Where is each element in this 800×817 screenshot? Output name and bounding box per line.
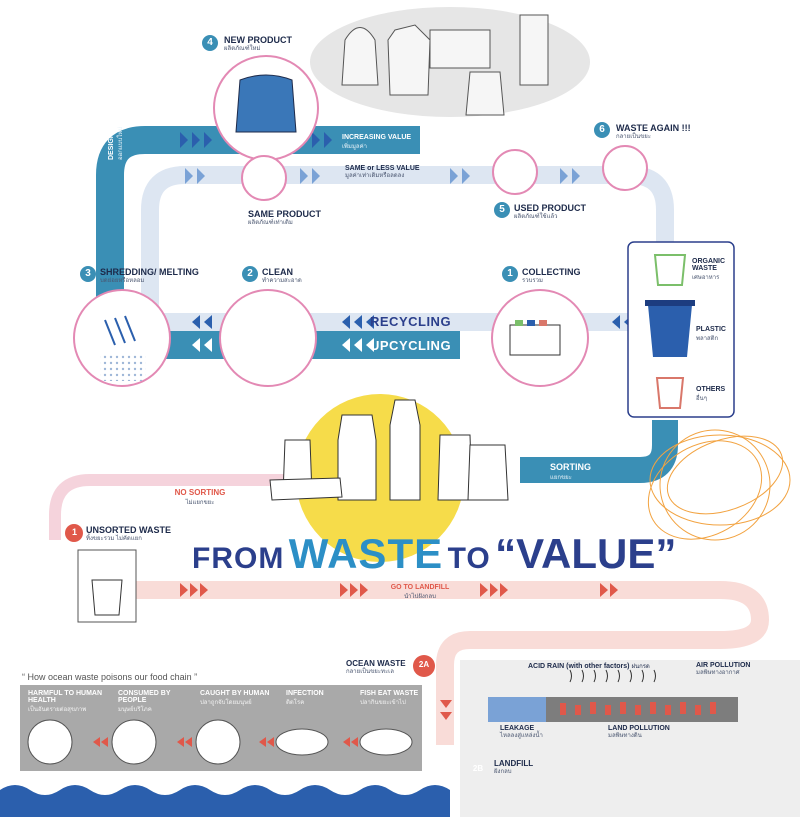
no-sorting-path xyxy=(49,474,370,540)
step-2-badge: 2 xyxy=(242,266,258,282)
leakage-water xyxy=(488,697,546,722)
acid-rain-label: ACID RAIN (with other factors) ฝนกรด xyxy=(528,663,650,670)
hero-title: FROM WASTE TO “VALUE” xyxy=(192,530,677,577)
circle-same-product xyxy=(241,155,287,201)
yellow-circle xyxy=(296,394,464,562)
step-5-badge: 5 xyxy=(494,202,510,218)
step-6-label: WASTE AGAIN !!!กลายเป็นขยะ xyxy=(616,123,691,140)
landfill-path xyxy=(130,581,770,745)
unsorted-badge: 1 xyxy=(71,527,77,537)
upcycling-loop xyxy=(96,126,420,340)
circle-used-product xyxy=(492,149,538,195)
recycling-loop xyxy=(141,166,674,330)
sorting-band xyxy=(520,420,678,483)
landfill-badge: 2B xyxy=(472,764,484,773)
step-6-badge: 6 xyxy=(594,122,610,138)
step-4-badge: 4 xyxy=(202,35,218,51)
tangled-net xyxy=(647,429,791,541)
upcycling-label: UPCYCLING xyxy=(370,338,452,353)
recycling-label: RECYCLING xyxy=(370,314,452,329)
circle-waste-again xyxy=(602,145,648,191)
step-3-badge: 3 xyxy=(80,266,96,282)
ocean-badge: 2A xyxy=(418,660,430,669)
circle-clean xyxy=(219,289,317,387)
food-chain-title: “ How ocean waste poisons our food chain… xyxy=(22,672,198,682)
waves xyxy=(0,785,450,817)
step-1-badge: 1 xyxy=(502,266,518,282)
landfill-panel xyxy=(460,660,800,817)
